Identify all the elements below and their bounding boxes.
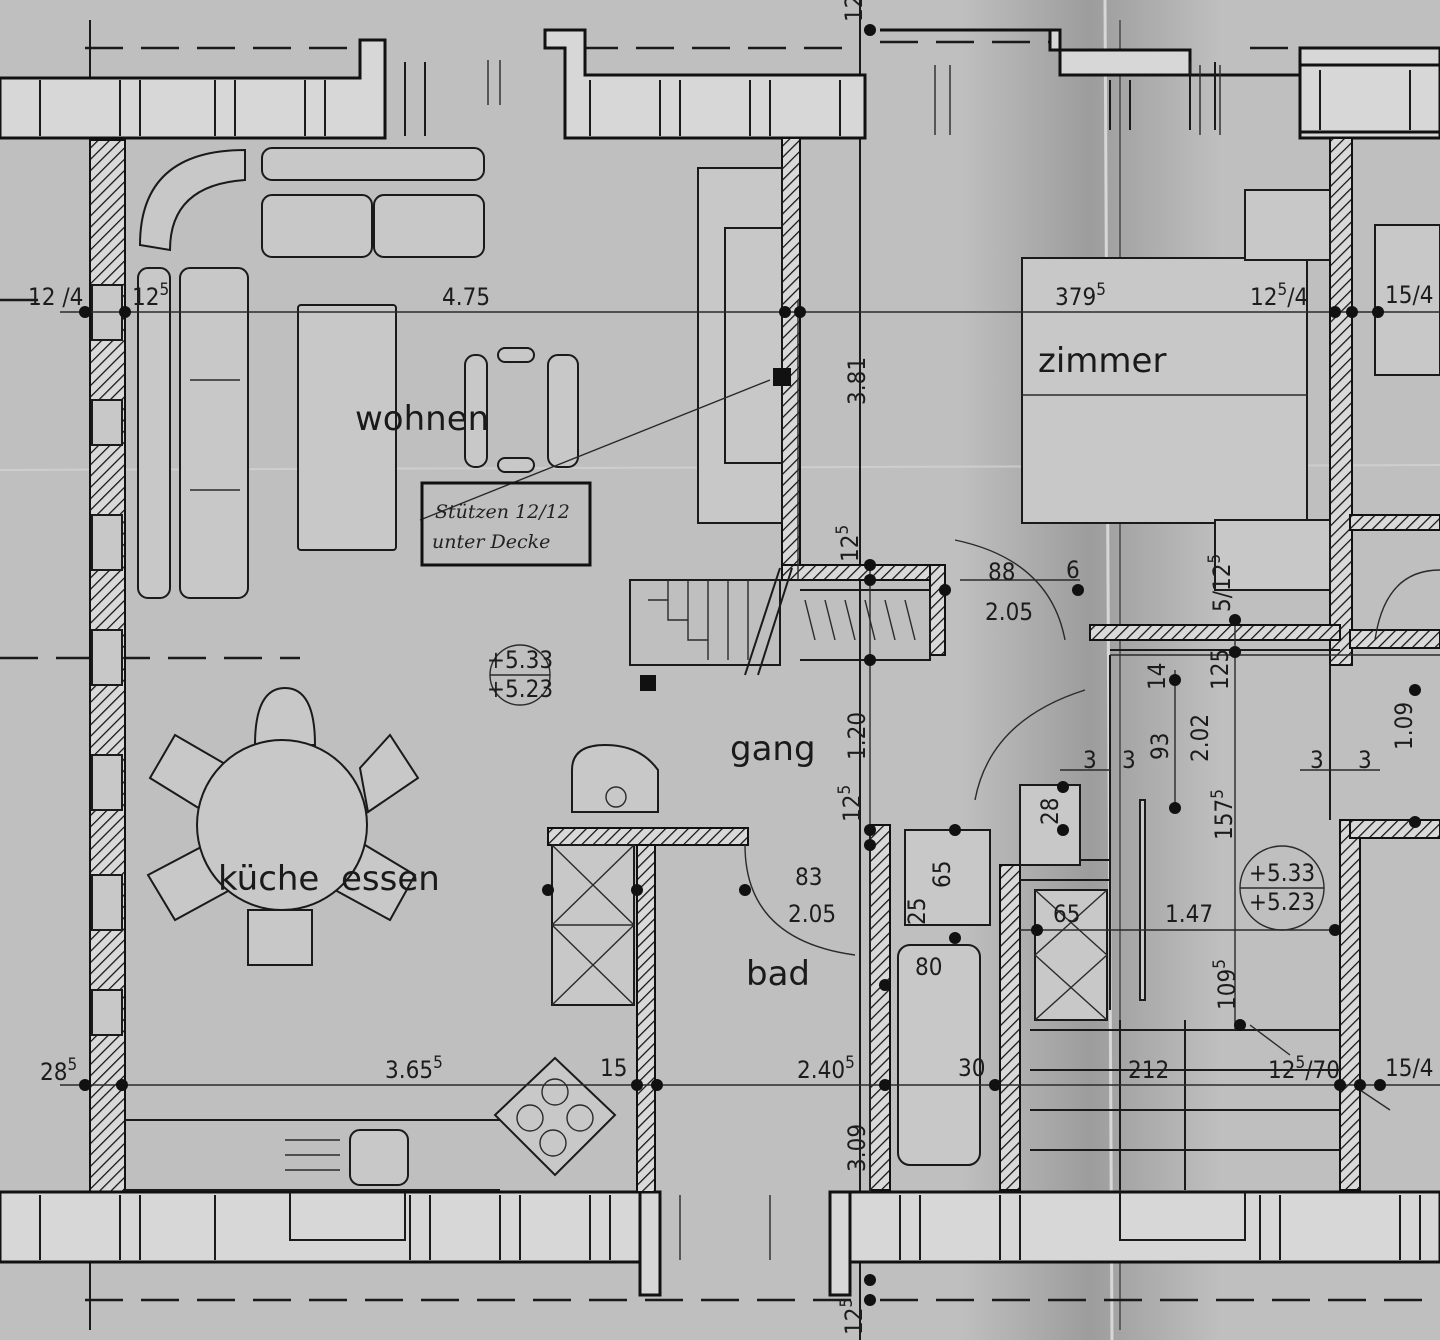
- dim-far-right: 15/4: [1385, 281, 1433, 309]
- kitchen-fittings: [125, 743, 659, 1191]
- dim-door1-width: 88: [988, 558, 1015, 586]
- dim-202: 2.02: [1186, 714, 1214, 762]
- dim-65-bath: 65: [928, 861, 956, 888]
- dim-3c: 3: [1310, 746, 1324, 774]
- room-label-wohnen: wohnen: [355, 399, 489, 439]
- dim-kitchen-width: 3.655: [385, 1053, 443, 1084]
- fold-line: [1103, 0, 1114, 1340]
- dim-15: 15: [600, 1054, 627, 1082]
- dim-gang-120: 1.20: [843, 712, 871, 760]
- dim-147: 1.47: [1165, 900, 1213, 928]
- dim-hall-wall: 125: [833, 525, 864, 562]
- level-bottom-text: +5.23: [487, 675, 553, 703]
- dim-3b: 3: [1122, 746, 1136, 774]
- room-label-gang: gang: [730, 729, 816, 769]
- dim-right-wall: 125/4: [1250, 280, 1308, 311]
- dim-hall-height: 3.81: [843, 357, 871, 405]
- dim-bottom-right: 15/4: [1385, 1054, 1433, 1082]
- level-marker-right: +5.33 +5.23: [1239, 845, 1325, 931]
- dim-zimmer-width: 3795: [1055, 280, 1106, 311]
- dim-wohnen-width: 4.75: [442, 283, 490, 311]
- dim-bottom-edge: 125: [837, 1298, 868, 1335]
- dim-bad-door-height: 2.05: [788, 900, 836, 928]
- dim-six: 6: [1066, 556, 1080, 584]
- dim-14: 14: [1143, 663, 1171, 690]
- dim-93: 93: [1146, 733, 1174, 760]
- level-marker-kitchen: +5.33 +5.23: [487, 644, 553, 706]
- room-label-zimmer: zimmer: [1038, 341, 1166, 381]
- room-label-bad: bad: [746, 954, 810, 994]
- dim-30: 30: [958, 1054, 985, 1082]
- living-furniture: [137, 147, 783, 599]
- dim-1575: 1575: [1208, 789, 1238, 840]
- dim-125: 125: [1206, 649, 1234, 690]
- note-line-2: unter Decke: [432, 531, 550, 553]
- dim-top-edge: 12: [840, 0, 868, 22]
- dimension-labels: 12 /4 125 4.75 3795 125/4 15/4 3.81 125 …: [28, 0, 1433, 1335]
- zimmer-bed: [1021, 189, 1440, 591]
- door-swings: [744, 539, 1440, 1111]
- dim-top-left: 12 /4: [28, 283, 83, 311]
- dim-109: 1.09: [1390, 702, 1418, 750]
- dim-3a: 3: [1083, 746, 1097, 774]
- dim-bad-width: 2.405: [797, 1053, 855, 1084]
- dim-bad-door-width: 83: [795, 863, 822, 891]
- dim-3d: 3: [1358, 746, 1372, 774]
- room-label-kueche-essen: küche essen: [218, 859, 440, 899]
- room-labels: wohnen zimmer gang küche essen bad: [218, 341, 1166, 994]
- dim-bad-height: 3.09: [843, 1124, 871, 1172]
- dim-25: 25: [903, 898, 931, 925]
- dim-1095: 1095: [1210, 959, 1241, 1010]
- note-line-1: Stützen 12/12: [435, 501, 570, 523]
- level-top-text: +5.33: [487, 646, 553, 674]
- dimension-lines: [60, 300, 1440, 1192]
- level-top-text: +5.33: [1249, 859, 1315, 887]
- dimension-ticks: [79, 24, 1421, 1306]
- column-note: Stützen 12/12 unter Decke: [420, 481, 592, 567]
- dim-door1-height: 2.05: [985, 598, 1033, 626]
- dim-65-right: 65: [1053, 900, 1080, 928]
- dim-bottom-left: 285: [40, 1055, 77, 1086]
- bathroom-fittings: [897, 784, 1146, 1166]
- lower-stairs: [1030, 889, 1340, 1190]
- dim-80: 80: [915, 953, 942, 981]
- level-bottom-text: +5.23: [1249, 888, 1315, 916]
- dim-gang-wall: 125: [835, 785, 866, 822]
- dim-wohnen-wall: 125: [132, 280, 169, 311]
- dim-28: 28: [1036, 798, 1064, 825]
- dining-set: [146, 686, 420, 966]
- dim-212: 212: [1128, 1056, 1169, 1084]
- dim-zimmer-wall: 5/125: [1205, 554, 1236, 612]
- dim-1270: 125/70: [1268, 1053, 1340, 1084]
